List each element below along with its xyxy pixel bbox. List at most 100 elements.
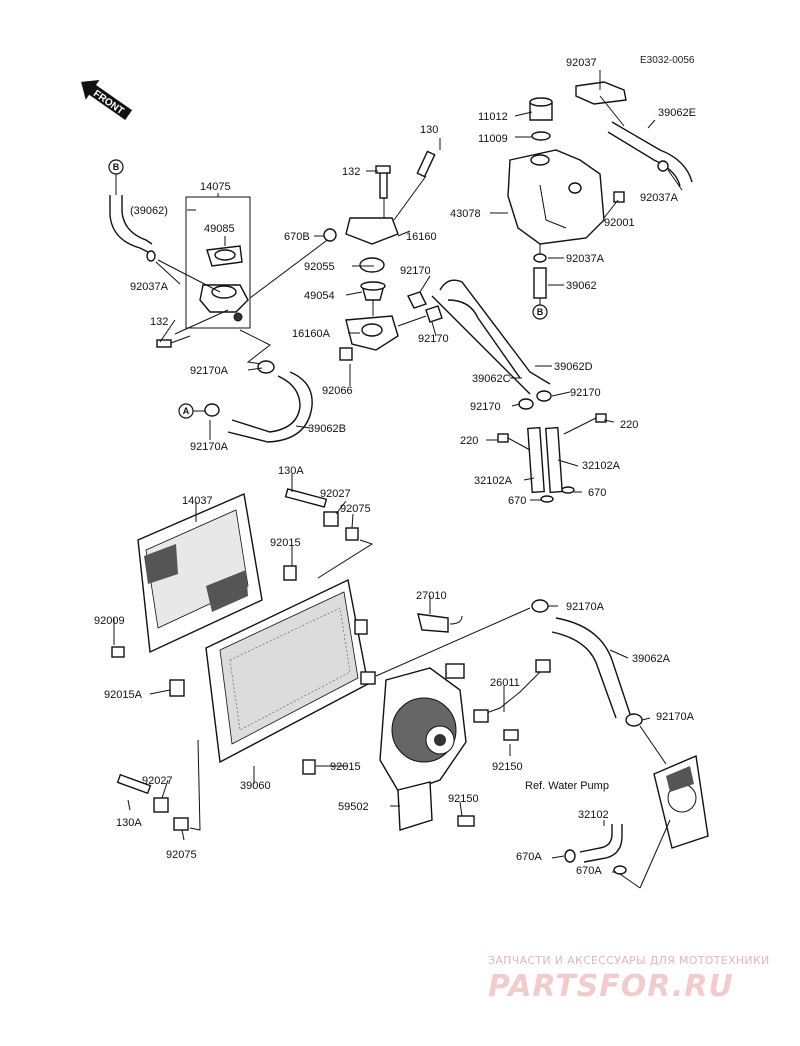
bolt-92001 bbox=[613, 191, 625, 203]
harness-plug bbox=[473, 709, 489, 723]
grommet-92075-top bbox=[345, 527, 359, 541]
label-670b: 670B bbox=[284, 231, 310, 243]
grommet-92015a bbox=[169, 679, 185, 697]
label-92075-top: 92075 bbox=[340, 503, 371, 515]
label-92001: 92001 bbox=[604, 217, 635, 229]
clamp-92170a-right-bottom bbox=[625, 713, 643, 727]
diagram-code: E3032-0056 bbox=[640, 55, 695, 66]
bolt-220-left bbox=[497, 433, 509, 443]
watermark-logo: PARTSFOR.RU bbox=[488, 969, 734, 1004]
gasket-11009 bbox=[531, 131, 551, 141]
label-14075: 14075 bbox=[200, 181, 231, 193]
label-26011: 26011 bbox=[490, 677, 520, 689]
label-ref-water-pump: Ref. Water Pump bbox=[525, 780, 609, 792]
oring-670-left bbox=[540, 495, 554, 503]
label-27010: 27010 bbox=[416, 590, 447, 602]
oring-670a-left bbox=[564, 849, 576, 863]
label-32102a-right: 32102A bbox=[582, 460, 621, 472]
label-220-left: 220 bbox=[460, 435, 478, 447]
label-670a-right: 670A bbox=[576, 865, 602, 877]
label-92037a-tank: 92037A bbox=[566, 253, 605, 265]
fan-connector bbox=[445, 663, 465, 679]
clamp-92170-mid bbox=[425, 305, 443, 323]
bolt-132 bbox=[379, 171, 388, 199]
bolt-92150-bottom bbox=[457, 815, 475, 827]
clamp-92037a-left bbox=[146, 250, 156, 262]
svg-text:A: A bbox=[183, 406, 190, 416]
watermark-line1: ЗАПЧАСТИ И АКСЕССУАРЫ ДЛЯ МОТОТЕХНИКИ bbox=[488, 954, 770, 967]
label-220-right: 220 bbox=[620, 419, 638, 431]
label-43078: 43078 bbox=[450, 208, 481, 220]
label-16160a: 16160A bbox=[292, 328, 331, 340]
label-11012: 11012 bbox=[478, 111, 508, 123]
clamp-92170-right bbox=[536, 390, 552, 402]
clamp-92170a-right-top bbox=[531, 599, 549, 613]
label-130a-bottom: 130A bbox=[116, 817, 142, 829]
label-92037: 92037 bbox=[566, 57, 597, 69]
bolt-130 bbox=[416, 150, 436, 178]
label-92015-top: 92015 bbox=[270, 537, 301, 549]
label-670-right: 670 bbox=[588, 487, 606, 499]
label-132: 132 bbox=[342, 166, 360, 178]
label-92170-right2: 92170 bbox=[470, 401, 501, 413]
label-130: 130 bbox=[420, 124, 438, 136]
label-39062a: 39062A bbox=[632, 653, 671, 665]
oring-670a-right bbox=[613, 865, 627, 875]
label-132-bottom: 132 bbox=[150, 316, 168, 328]
label-670a-left: 670A bbox=[516, 851, 542, 863]
hose-39062b bbox=[231, 375, 301, 433]
label-92015a: 92015A bbox=[104, 689, 143, 701]
label-92170a-left: 92170A bbox=[190, 365, 229, 377]
sensor-92066 bbox=[339, 347, 353, 361]
label-92170a-right-top: 92170A bbox=[566, 601, 605, 613]
label-39062b: 39062B bbox=[308, 423, 346, 435]
svg-text:B: B bbox=[537, 307, 544, 317]
clamp-92037a-tank bbox=[533, 253, 547, 263]
bolt-130a-top bbox=[284, 488, 328, 508]
label-92170a-right-bottom: 92170A bbox=[656, 711, 695, 723]
bolt-220-right bbox=[595, 413, 607, 423]
oring-670b bbox=[323, 228, 337, 242]
clamp-92170a-upper bbox=[257, 360, 275, 374]
label-39062e: 39062E bbox=[658, 107, 696, 119]
label-92037a-right: 92037A bbox=[640, 192, 679, 204]
hose-39062-short bbox=[533, 267, 547, 299]
bracket-92037 bbox=[575, 81, 627, 105]
pipe-32102 bbox=[579, 824, 613, 853]
front-arrow-icon bbox=[81, 80, 133, 121]
label-92066: 92066 bbox=[322, 385, 353, 397]
connector-b-tank: B bbox=[532, 304, 548, 320]
label-92150-bottom: 92150 bbox=[448, 793, 479, 805]
clamp-92170-right2 bbox=[518, 398, 534, 410]
label-11009: 11009 bbox=[478, 133, 508, 145]
connector-b-top: B bbox=[108, 159, 124, 175]
label-39062d: 39062D bbox=[554, 361, 593, 373]
label-92027-top: 92027 bbox=[320, 488, 351, 500]
bolt-92150-top bbox=[503, 729, 519, 741]
label-49054: 49054 bbox=[304, 290, 335, 302]
label-92170-mid: 92170 bbox=[418, 333, 449, 345]
label-92015-bottom: 92015 bbox=[330, 761, 361, 773]
label-39062: 39062 bbox=[566, 280, 597, 292]
label-39062c: 39062C bbox=[472, 373, 511, 385]
label-32102: 32102 bbox=[578, 809, 609, 821]
thermostat-housing-16160 bbox=[345, 217, 399, 245]
pipe-32102a-right bbox=[545, 426, 563, 494]
radiator-outlet bbox=[360, 671, 376, 685]
bolt-92009 bbox=[111, 646, 125, 658]
label-670-left: 670 bbox=[508, 495, 526, 507]
bolt-132-left bbox=[156, 339, 172, 348]
clamp-92170a-lower bbox=[204, 403, 220, 417]
hose-39062-left-edge bbox=[121, 195, 153, 245]
oring-670-right bbox=[561, 486, 575, 494]
collar-92027-top bbox=[323, 511, 339, 527]
label-92055: 92055 bbox=[304, 261, 335, 273]
hose-39062c bbox=[447, 299, 521, 379]
label-49085: 49085 bbox=[204, 223, 235, 235]
label-32102a-left: 32102A bbox=[474, 475, 513, 487]
pipe-32102a-left bbox=[527, 426, 545, 494]
gasket-92055 bbox=[359, 257, 385, 273]
collar-92027-bottom bbox=[153, 797, 169, 813]
label-92170-right: 92170 bbox=[570, 387, 601, 399]
